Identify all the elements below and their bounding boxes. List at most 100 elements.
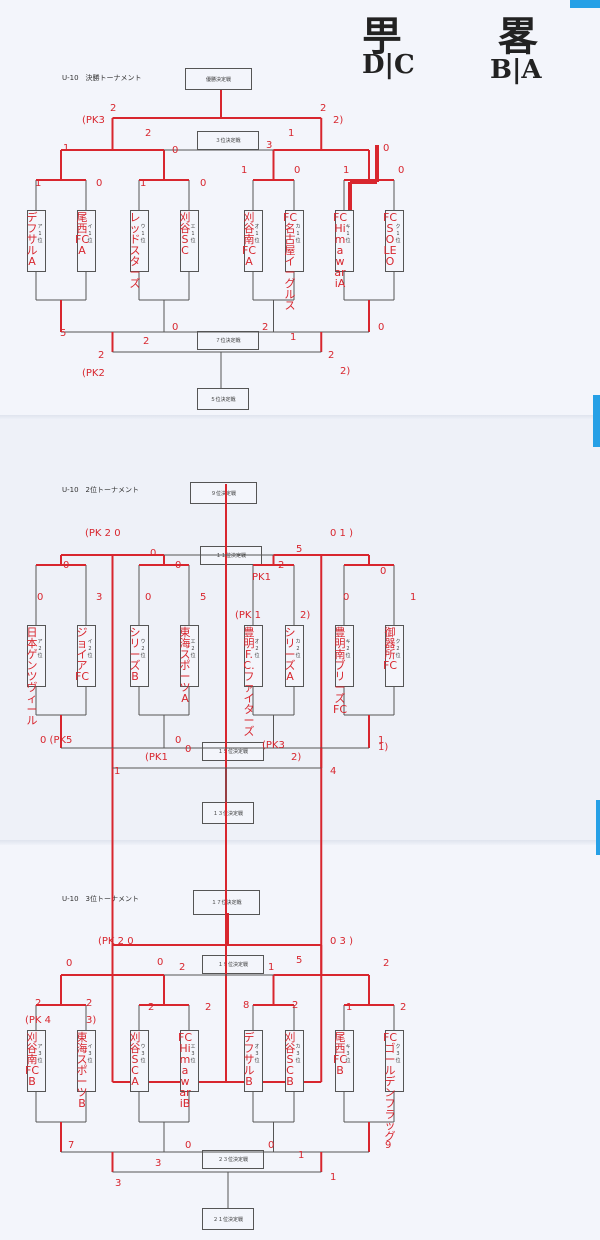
team-box [244, 1030, 263, 1092]
score-mark: 1 [290, 332, 297, 343]
fifteenth-place-box: １５位決定戦 [202, 742, 264, 761]
nineteenth-place-box: １９位決定戦 [202, 955, 264, 974]
slot-char: イ [87, 639, 93, 645]
team-name: FC SOLEO [383, 211, 398, 268]
slot-char: 位 [190, 1058, 196, 1064]
team-box [335, 625, 354, 687]
team-box [180, 210, 199, 272]
score-mark: 0 [172, 322, 179, 333]
slot-char: 3 [396, 1051, 400, 1057]
score-mark: 0 [380, 566, 387, 577]
slot-char: カ [295, 1044, 301, 1050]
score-mark: 2 [383, 958, 390, 969]
team-name: 豊明F.C.ファイターズ [243, 626, 255, 738]
score-mark: 9 [385, 1140, 392, 1151]
logo-ba-text: B|A [490, 55, 542, 85]
team-name: シリーズB [129, 626, 141, 683]
team-box [244, 210, 263, 272]
score-mark: 2 [320, 103, 327, 114]
slot-char: ク [395, 224, 401, 230]
team-name: デフサルB [243, 1031, 255, 1088]
slot-char: 位 [345, 238, 351, 244]
team-name: シリーズA [284, 626, 296, 683]
slot-char: ウ [140, 639, 146, 645]
tournament-title: U-10 3位トーナメント [62, 895, 140, 903]
score-mark: 0 [145, 592, 152, 603]
slot-char: オ [254, 639, 260, 645]
score-mark: 1 [241, 165, 248, 176]
score-mark: 1 [268, 962, 275, 973]
slot-char: 位 [295, 238, 301, 244]
score-mark: 3) [86, 1015, 97, 1026]
slot-char: オ [254, 1044, 260, 1050]
slot-char: 位 [395, 238, 401, 244]
slot-char: 位 [140, 1058, 146, 1064]
score-mark: 0 [150, 548, 157, 559]
score-mark: 2 [35, 998, 42, 1009]
slot-char: イ [87, 224, 93, 230]
score-mark: 2 [262, 322, 269, 333]
score-mark: 2) [291, 752, 302, 763]
slot-char: 2 [88, 646, 92, 652]
team-box [27, 625, 46, 687]
team-box [77, 625, 96, 687]
team-box [130, 1030, 149, 1092]
team-box [180, 625, 199, 687]
team-name: 刈谷SC [179, 211, 191, 257]
score-mark: (PK2 [82, 368, 105, 379]
score-mark: (PK1 [145, 752, 168, 763]
slot-char: 1 [296, 231, 300, 237]
score-mark: 1 [288, 128, 295, 139]
score-mark: 0 (PK5 [40, 735, 73, 746]
score-mark: 5 [296, 955, 303, 966]
team-box [285, 1030, 304, 1092]
fifth-place-box: ５位決定戦 [197, 388, 249, 410]
team-name: 刈谷南FCB [25, 1031, 40, 1088]
team-name: デフサルA [26, 211, 38, 268]
twenty-first-place-box: ２１位決定戦 [202, 1208, 254, 1230]
score-mark: 8 [243, 1000, 250, 1011]
slot-char: 1 [88, 231, 92, 237]
score-mark: 3 [96, 592, 103, 603]
slot-char: 位 [395, 653, 401, 659]
score-mark: 2) [340, 366, 351, 377]
team-name: 御器所FC [383, 626, 398, 672]
slot-char: 1 [141, 231, 145, 237]
slot-char: 位 [295, 653, 301, 659]
score-mark: (PK 2 0 [98, 936, 134, 947]
score-mark: 0 [175, 560, 182, 571]
slot-char: 位 [190, 653, 196, 659]
team-name: 刈谷SCB [284, 1031, 296, 1088]
score-mark: 2 [179, 962, 186, 973]
score-mark: (PK3 [82, 115, 105, 126]
score-mark: 1 [63, 143, 70, 154]
slot-char: ア [37, 1044, 43, 1050]
score-mark: 0 [398, 165, 405, 176]
team-name: 尾西FCA [75, 211, 90, 257]
slot-char: ク [395, 639, 401, 645]
team-name: FCゴールデンフラッグ [383, 1031, 398, 1143]
score-mark: 2 [143, 336, 150, 347]
score-mark: (PK 4 [25, 1015, 52, 1026]
team-box [77, 210, 96, 272]
slot-char: 位 [295, 1058, 301, 1064]
tape-right-1 [593, 395, 600, 447]
slot-char: 2 [346, 646, 350, 652]
team-box [244, 625, 263, 687]
score-mark: 0 [343, 592, 350, 603]
slot-char: ウ [140, 1044, 146, 1050]
